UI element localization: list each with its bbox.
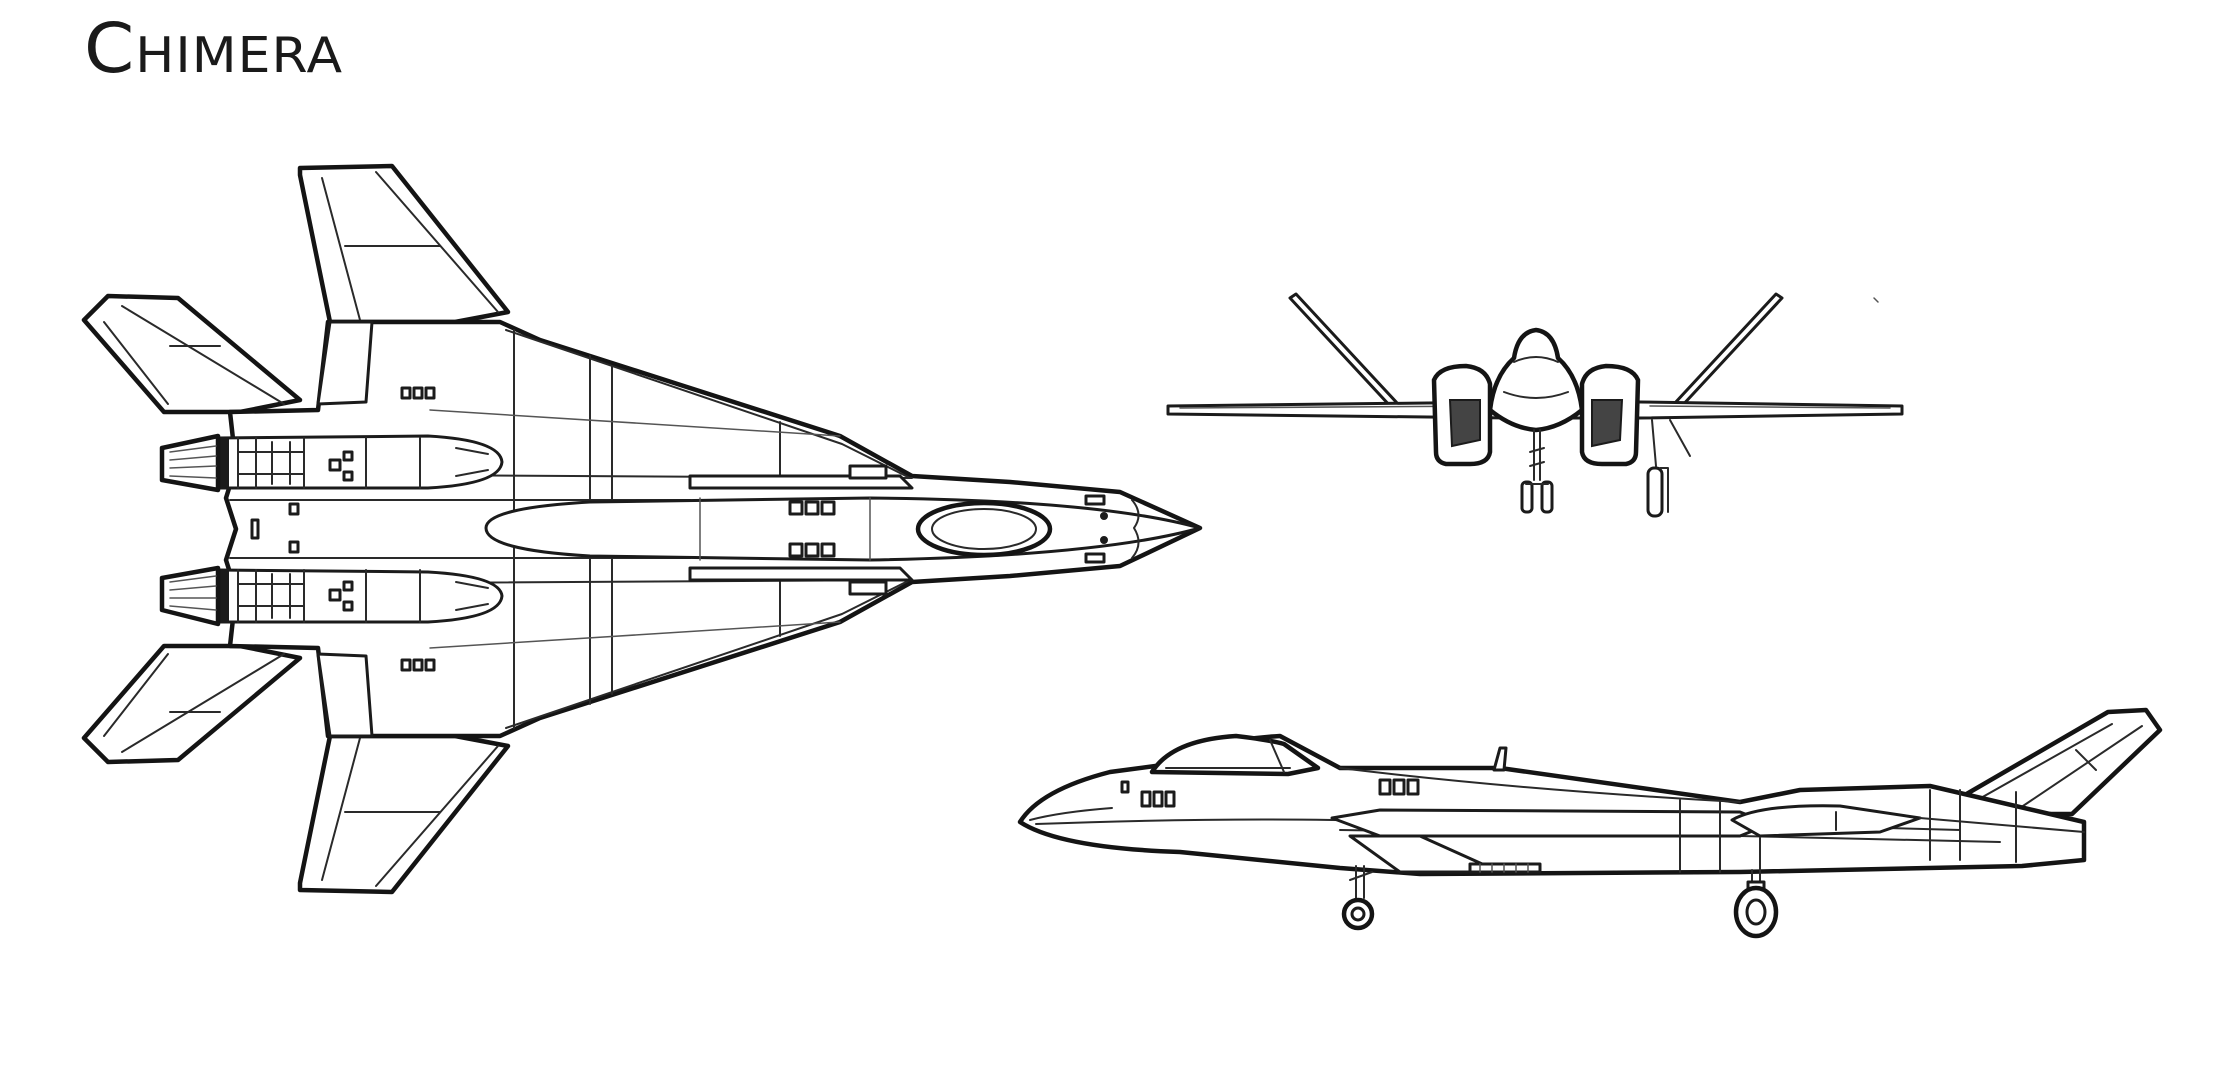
top-view-lower-tailfin bbox=[300, 736, 508, 892]
top-view-lower-nozzle bbox=[162, 568, 218, 624]
top-view-upper-stabilizer bbox=[84, 296, 300, 412]
top-view-lower-engine bbox=[218, 570, 502, 622]
front-view-left-tailfin bbox=[1290, 294, 1398, 408]
top-view-upper-nozzle bbox=[162, 436, 218, 490]
front-view-main-wheel bbox=[1648, 468, 1662, 516]
side-view-intake bbox=[1332, 810, 1770, 836]
top-view bbox=[84, 166, 1200, 892]
side-view bbox=[1020, 710, 2160, 936]
front-view-right-tailfin bbox=[1674, 294, 1782, 408]
top-view-upper-engine bbox=[218, 436, 502, 488]
side-view-canopy bbox=[1152, 736, 1318, 774]
front-view bbox=[1168, 294, 1902, 516]
top-view-lower-stabilizer bbox=[84, 646, 300, 762]
front-view-fuselage bbox=[1490, 330, 1582, 430]
drawing-title-text: CHIMERA bbox=[84, 8, 344, 89]
top-view-upper-tailfin bbox=[300, 166, 508, 322]
top-view-canopy bbox=[918, 503, 1050, 555]
drawing-title: CHIMERA bbox=[84, 14, 343, 82]
front-view-nose-wheel bbox=[1522, 482, 1532, 512]
